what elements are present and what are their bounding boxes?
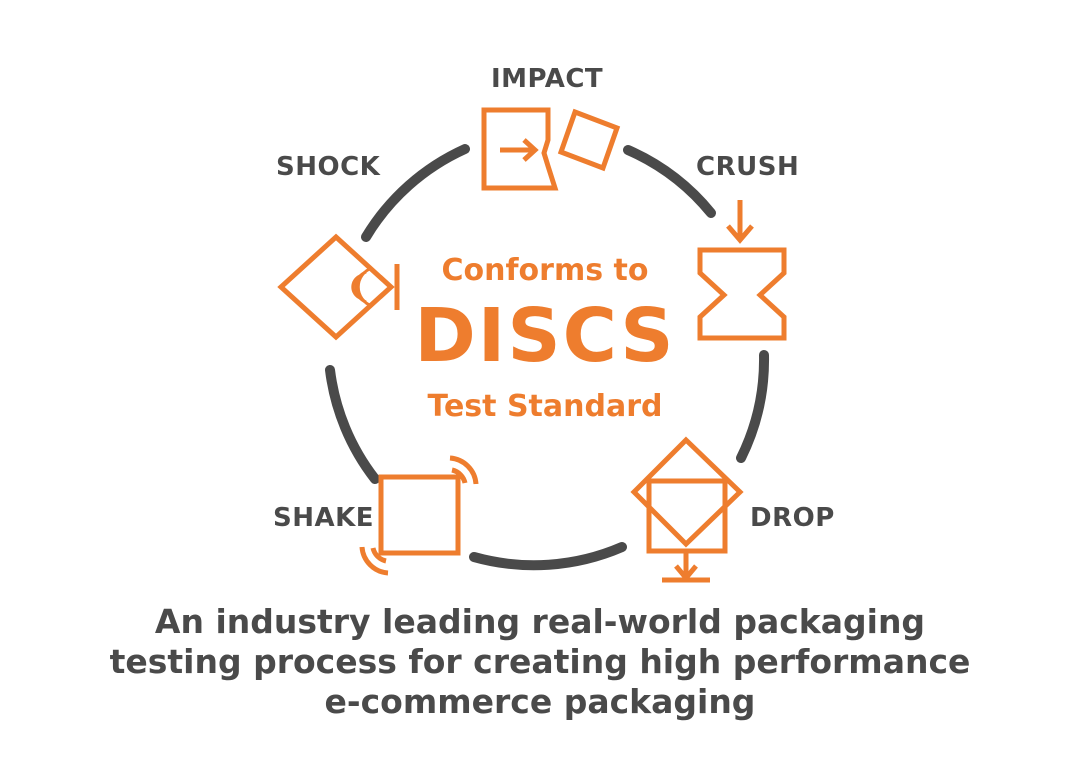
ring-arc-shock-impact bbox=[361, 144, 470, 242]
center-line-discs: DISCS bbox=[414, 293, 676, 379]
ring-arc-crush-drop bbox=[736, 350, 770, 463]
cycle-ring bbox=[325, 144, 770, 571]
center-line-conforms: Conforms to bbox=[441, 253, 649, 288]
label-impact: IMPACT bbox=[491, 64, 604, 94]
caption-line-2: testing process for creating high perfor… bbox=[109, 642, 971, 681]
label-drop: DROP bbox=[750, 503, 835, 533]
ring-arc-impact-crush bbox=[623, 145, 716, 218]
impact-icon bbox=[481, 107, 621, 191]
ring-arc-drop-shake bbox=[469, 542, 627, 571]
label-shock: SHOCK bbox=[276, 152, 381, 182]
center-line-standard: Test Standard bbox=[427, 389, 663, 424]
label-shake: SHAKE bbox=[273, 503, 375, 533]
label-crush: CRUSH bbox=[696, 152, 800, 182]
caption-line-1: An industry leading real-world packaging bbox=[154, 602, 926, 641]
ring-arc-shake-shock bbox=[325, 365, 380, 484]
drop-icon bbox=[630, 436, 744, 583]
shake-icon bbox=[359, 455, 479, 576]
caption-line-3: e-commerce packaging bbox=[324, 682, 756, 721]
crush-icon bbox=[697, 200, 787, 341]
shock-icon bbox=[277, 233, 400, 341]
